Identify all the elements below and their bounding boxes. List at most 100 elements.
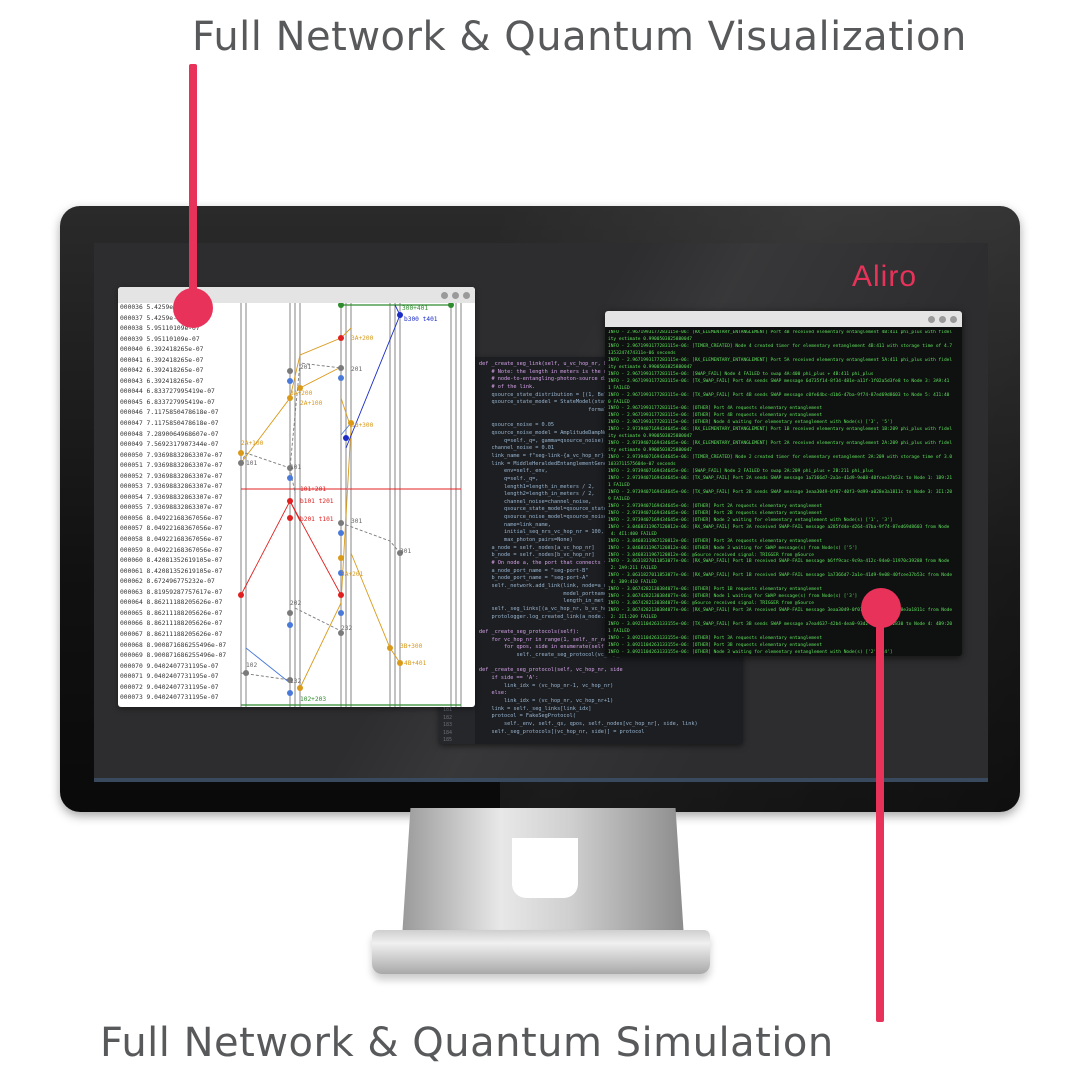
code-line: self._network.add_link(link, node=a_node… <box>479 583 620 590</box>
time-row: 000041 6.392418265e-07 <box>120 356 204 364</box>
code-line: env=self._env, <box>479 468 548 475</box>
time-row: 000057 8.04922168367056e-07 <box>120 525 223 533</box>
terminal-line: INFO - 3.0674282130384077e-06: @Source r… <box>608 601 814 607</box>
visualization-titlebar[interactable] <box>118 287 475 303</box>
terminal-line: INFO - 2.9739407169434645e-06: [OTHER] N… <box>608 517 893 523</box>
terminal-line: INFO - 2.9671993177283115e-06: [TX_SWAP_… <box>608 392 950 398</box>
terminal-line: INFO - 2.9739407169434645e-06: [TIMER_CR… <box>608 455 953 461</box>
event-node <box>338 630 344 636</box>
code-line: channel_noise=channel_noise, <box>479 498 592 505</box>
event-node <box>338 570 344 576</box>
aliro-logo: Aliro <box>852 260 918 293</box>
event-node <box>297 685 303 691</box>
code-line: name=link_name, <box>479 521 551 528</box>
time-row: 000061 8.42081352619105e-07 <box>120 567 223 575</box>
event-label: 3B+300 <box>351 422 374 429</box>
code-line: link = MiddleHeraldedEntanglementGenerat… <box>479 460 623 467</box>
code-line: initial_seq_nrs_vc_hop_nr = 100, <box>479 529 604 536</box>
time-row: 000062 8.672496775232e-07 <box>120 578 215 586</box>
code-line: qsource_noise_model=qsource_noise_mode <box>479 514 623 521</box>
terminal-line: 1 FAILED <box>608 482 630 488</box>
event-label: 301 <box>351 518 362 525</box>
event-label: 2A+100 <box>300 400 323 407</box>
terminal-line: INFO - 2.9671993177283115e-06: [RX_ELEME… <box>608 357 953 363</box>
line-number: 181 <box>443 707 453 713</box>
code-line: if side == 'A': <box>479 674 539 681</box>
terminal-log[interactable]: INFO - 2.9671993177283115e-06: [RX_ELEME… <box>608 330 959 656</box>
terminal-line: INFO - 3.0468311967120812e-06: [OTHER] N… <box>608 545 858 551</box>
screen-taskbar <box>94 778 988 782</box>
event-label: 3A+200 <box>290 390 313 397</box>
event-node <box>238 592 244 598</box>
entanglement-link <box>289 500 342 596</box>
terminal-line: INFO - 3.0921104263133155e-06: [TX_SWAP_… <box>608 622 953 628</box>
code-line: protologger.log_created_link(a_node.idno… <box>479 613 626 620</box>
time-row: 000052 7.93698832863307e-07 <box>120 472 223 480</box>
code-line <box>479 660 698 668</box>
time-row: 000068 8.900871686255496e-07 <box>120 641 227 649</box>
code-line: link_idx = (vc_hop_nr, vc_hop_nr+1) <box>479 697 614 704</box>
time-row: 000055 7.93698832863307e-07 <box>120 504 223 512</box>
code-line: channel_noise = 0.01 <box>479 445 554 452</box>
code-line: q=self._q=, gamma=qsource_noise) <box>479 437 604 444</box>
event-label: b201 t101 <box>300 516 334 523</box>
code-line: link = self._seg_links[link_idx] <box>479 705 592 712</box>
close-icon[interactable] <box>463 292 470 299</box>
event-node <box>287 622 293 628</box>
minimize-icon[interactable] <box>928 316 935 323</box>
terminal-line: INFO - 2.9671993177283115e-06: [OTHER] P… <box>608 406 823 412</box>
event-label: 101 <box>290 464 301 471</box>
code-line: length_in_met <box>479 598 604 605</box>
close-icon[interactable] <box>950 316 957 323</box>
event-label: 232 <box>341 625 352 632</box>
code-line: qsource_noise = 0.05 <box>479 422 554 429</box>
time-row: 000049 7.5692317907344e-07 <box>120 441 219 449</box>
terminal-line: INFO - 2.9739407169434645e-06: [RX_ELEME… <box>608 441 953 447</box>
caption-visualization: Full Network & Quantum Visualization <box>192 14 967 60</box>
time-row: 000071 9.0402407731195e-07 <box>120 673 219 681</box>
event-node <box>243 670 249 676</box>
line-number: 185 <box>443 737 453 744</box>
event-node <box>338 303 344 308</box>
code-line: q=self._q=, <box>479 475 539 482</box>
event-node <box>287 368 293 374</box>
monitor-base <box>372 930 710 974</box>
maximize-icon[interactable] <box>939 316 946 323</box>
event-label: 3B+300 <box>400 643 423 650</box>
time-row: 000060 8.42081352619105e-07 <box>120 557 223 565</box>
terminal-line: 1353247474311e-06 seconds <box>608 350 676 356</box>
code-line <box>479 736 698 744</box>
code-line: self._create_seg_protocol(vc_hop_n <box>479 651 623 658</box>
event-node <box>238 450 244 456</box>
pointer-dot-bottom <box>861 588 901 628</box>
event-node <box>448 303 454 308</box>
terminal-titlebar[interactable] <box>605 311 962 327</box>
terminal-line: INFO - 2.9739407169434645e-06: [OTHER] P… <box>608 510 823 516</box>
event-node <box>348 420 354 426</box>
code-line: self._seg_protocols[(vc_hop_nr, side)] =… <box>479 728 645 735</box>
minimize-icon[interactable] <box>441 292 448 299</box>
terminal-line: INFO - 2.9671993177283115e-06: [TIMER_CR… <box>608 343 953 349</box>
code-line: length1=length_in_meters / 2, <box>479 483 595 490</box>
terminal-window[interactable]: INFO - 2.9671993177283115e-06: [RX_ELEME… <box>605 311 962 656</box>
event-label: 102+203 <box>300 696 326 703</box>
code-line: self._env, self._qs, qpos, self._nodes[v… <box>479 720 698 727</box>
maximize-icon[interactable] <box>452 292 459 299</box>
time-row: 000063 8.81959287757617e-07 <box>120 588 223 596</box>
event-node <box>387 645 393 651</box>
event-label: 132 <box>290 678 301 685</box>
terminal-line: INFO - 2.9671993177283115e-06: [TX_SWAP_… <box>608 378 950 384</box>
time-row: 000047 7.1175850478618e-07 <box>120 420 219 428</box>
time-row: 000044 6.833727995419e-07 <box>120 388 215 396</box>
terminal-line: 1 FAILED <box>608 628 630 634</box>
terminal-line: 4: 3B9:410 FAILED <box>608 580 657 586</box>
entanglement-link <box>299 366 342 389</box>
event-node <box>287 498 293 504</box>
line-numbers: 181182183184185186187 <box>443 707 452 744</box>
time-row: 000064 8.86211188205626e-07 <box>120 599 223 607</box>
time-row: 000038 5.95110109e-07 <box>120 325 200 333</box>
code-line: length2=length_in_meters / 2, <box>479 491 595 498</box>
